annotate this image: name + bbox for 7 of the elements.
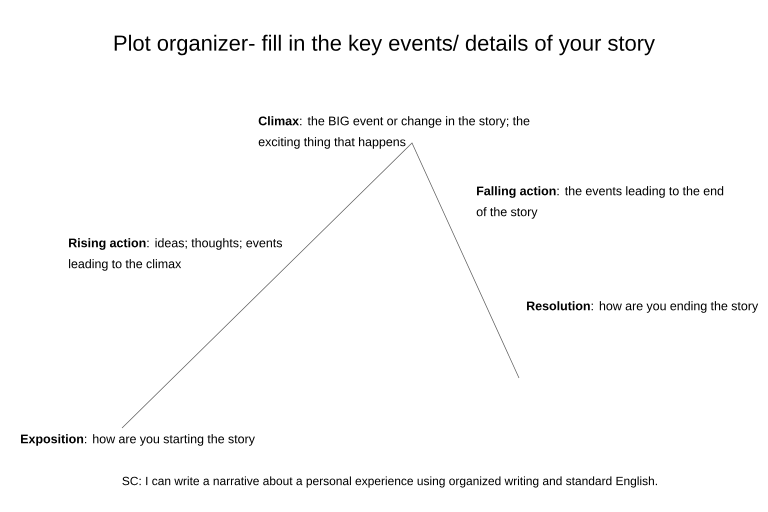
stage-label: Rising action: ideas; thoughts; events leading to the climax [69, 238, 282, 271]
stage-label: Resolution: how are you ending the story [527, 301, 758, 313]
caption: SC: I can write a narrative about a personal experience using organized writing and standard English. [122, 476, 657, 488]
title: Plot organizer- fill in the key events/ details of your story [114, 34, 655, 56]
stage-label: Falling action: the events leading to the end of the story [476, 186, 724, 219]
stage-label: Exposition: how are you starting the story [21, 434, 255, 446]
stage-label: Climax: the BIG event or change in the story; the exciting thing that happens [258, 116, 530, 149]
